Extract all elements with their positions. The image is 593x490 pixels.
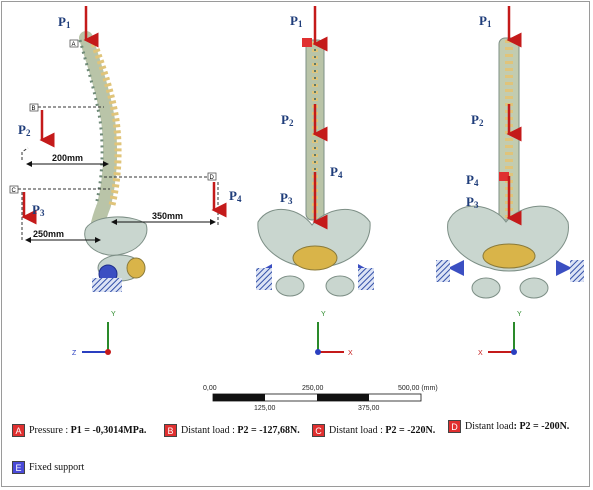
load-d-marker	[499, 172, 509, 181]
legend-label-a: Pressure :	[29, 425, 69, 436]
tag-a-box	[69, 39, 79, 48]
p4-label: P4	[466, 172, 479, 188]
legend-label-d: Distant load	[465, 421, 514, 432]
axis-x-label: X	[348, 350, 353, 357]
legend-key-b: B	[164, 424, 177, 437]
axis-x-label: X	[478, 350, 483, 357]
p1-label: P1	[58, 14, 71, 30]
fixed-support-hatch-left	[256, 268, 272, 290]
legend-key-e: E	[12, 461, 25, 474]
p3-label: P3	[280, 190, 293, 206]
p4-label: P4	[229, 188, 242, 204]
scale-tick-125: 125,00	[254, 405, 276, 412]
axis-y-label: Y	[517, 311, 522, 318]
legend-value-b: P2 = -127,68N.	[237, 425, 300, 436]
legend-label-b: Distant load :	[181, 425, 235, 436]
scale-tick-250: 250,00	[302, 385, 324, 392]
scale-tick-0: 0,00	[203, 385, 217, 392]
dim-350-label: 350mm	[152, 211, 183, 221]
posterior-spine-view: P1 P2 P4 P3 Y X	[256, 6, 374, 357]
legend-label-e: Fixed support	[29, 462, 85, 473]
legend-value-a: P1 = -0,3014MPa.	[70, 425, 147, 436]
spine-discs	[88, 36, 122, 206]
legend-key-a: A	[12, 424, 25, 437]
fixed-support-hatch-right	[358, 268, 374, 290]
left-femoral	[471, 277, 501, 299]
legend-item-b: B Distant load : P2 = -127,68N.	[164, 424, 300, 437]
legend-item-c: C Distant load : P2 = -220N.	[312, 424, 435, 437]
legend-value-c: P2 = -220N.	[385, 425, 436, 436]
axis-triad-left: Y Z	[72, 311, 116, 357]
p3-label: P3	[32, 202, 45, 218]
sacrum	[126, 257, 146, 279]
scale-bar: 0,00 250,00 500,00 (mm) 125,00 375,00	[203, 385, 438, 412]
spine-column	[79, 31, 118, 235]
p2-label: P2	[471, 112, 484, 128]
fixed-support-hatch-right	[570, 260, 584, 282]
p2-label: P2	[18, 122, 31, 138]
leader-b-end	[21, 147, 29, 160]
fixed-support-right	[556, 260, 572, 276]
dim-250-label: 250mm	[33, 229, 64, 239]
legend-value-d: : P2 = -200N.	[513, 421, 570, 432]
legend-item-d: D Distant load : P2 = -200N.	[448, 420, 569, 433]
tag-d: D	[210, 175, 215, 181]
legend-key-c: C	[312, 424, 325, 437]
axis-triad-right: Y X	[478, 311, 522, 357]
axis-y-label: Y	[111, 311, 116, 318]
fixed-support-left	[448, 260, 464, 276]
right-femoral	[519, 277, 549, 299]
dim-200-label: 200mm	[52, 153, 83, 163]
p1-label: P1	[479, 13, 492, 29]
axis-z-label: Z	[72, 350, 77, 357]
tag-b: B	[32, 106, 36, 112]
left-femoral	[275, 275, 305, 297]
axis-y-label: Y	[321, 311, 326, 318]
scale-tick-375: 375,00	[358, 405, 380, 412]
pelvis	[84, 216, 148, 256]
sacrum	[482, 243, 536, 269]
legend-label-c: Distant load :	[329, 425, 383, 436]
tag-d-box	[207, 172, 217, 181]
load-a-marker	[302, 38, 312, 47]
legend-item-a: A Pressure : P1 = -0,3014MPa.	[12, 424, 146, 437]
legend-key-d: D	[448, 420, 461, 433]
right-femoral	[325, 275, 355, 297]
pelvis	[447, 205, 569, 272]
p3-label: P3	[466, 194, 479, 210]
p1-label: P1	[290, 13, 303, 29]
axis-triad-middle: Y X	[315, 311, 353, 357]
p2-label: P2	[281, 112, 294, 128]
legend-item-e: E Fixed support	[12, 461, 84, 474]
pelvis	[257, 208, 371, 270]
anterior-spine-view: P1 P2 P4 P3 Y X	[436, 6, 584, 357]
p4-label: P4	[330, 164, 343, 180]
tag-c: C	[12, 188, 17, 194]
fixed-support-hatch-left	[436, 260, 450, 282]
fixed-support-hatch	[92, 278, 122, 292]
lateral-spine-view: A B C D P1 P2 P3 P4 200mm 350mm 250mm	[9, 6, 242, 357]
sacrum	[292, 245, 338, 271]
scale-tick-500: 500,00 (mm)	[398, 385, 438, 392]
tag-a: A	[72, 42, 76, 48]
